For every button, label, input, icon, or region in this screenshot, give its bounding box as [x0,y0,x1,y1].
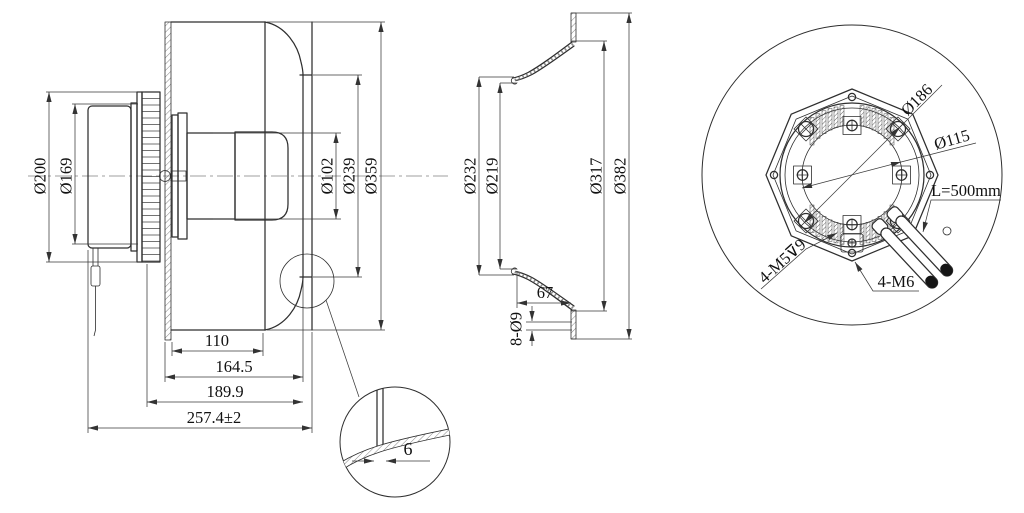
detail-marker-circle [279,253,335,309]
m6-holes [769,92,935,258]
power-cables [871,206,954,289]
dim-d382-label: Ø382 [611,158,630,195]
dim-d200-label: Ø200 [31,158,50,195]
motor-cooling-fins [141,91,161,263]
bolt-hole-lines [526,321,572,331]
cable-clamp [840,233,864,253]
dim-d115-label: Ø115 [932,125,972,153]
dim-d169-label: Ø169 [57,158,76,195]
throat-lip-bottom [510,267,518,275]
dim-d102-label: Ø102 [318,158,337,195]
dim-d115 [801,161,902,189]
cone-outer-bottom [511,273,573,311]
side-view: Ø200 Ø169 Ø102 Ø239 Ø359 110 164.5 189.9… [28,21,448,433]
extension-lines [46,21,385,331]
motor-cable [92,248,99,266]
flange-section-top [570,12,577,43]
dim-257-label: 257.4±2 [187,408,241,427]
shaft-end [159,170,171,182]
dim-d232-label: Ø232 [461,158,480,195]
dim-8d9-label: 8-Ø9 [507,312,526,346]
flange-section-bottom [570,309,577,340]
m5-leader [760,232,838,290]
dim-d186-label: Ø186 [897,80,936,119]
shroud-curve-top [264,21,304,76]
cable-length-leader [922,199,1001,233]
motor-end-cap [130,102,138,252]
dim-189-label: 189.9 [206,382,243,401]
detail-content [340,387,450,472]
cable-length-label: L=500mm [931,181,1001,200]
section-extension-lines [479,76,516,276]
m5-label: 4-M5⊽9 [754,235,809,287]
dim-164-label: 164.5 [215,357,252,376]
backplate-circle [701,24,1003,326]
throat-lip-top [510,77,518,85]
dim-d359-label: Ø359 [362,158,381,195]
shroud-curve-bottom [264,276,304,331]
dim-67-label: 67 [537,283,554,302]
dim-d239-label: Ø239 [340,158,359,195]
cable-connector [90,265,101,287]
motor-body [87,105,132,249]
flange-edges [571,12,632,340]
detail-circle [339,386,451,498]
dim-110-label: 110 [205,331,229,350]
mount-bracket-outer [765,88,939,262]
cable-wire [93,286,96,337]
extension-lines-bottom [87,250,313,433]
dim-d219-label: Ø219 [483,158,502,195]
plate-hole [942,226,952,236]
dim-d317-label: Ø317 [587,158,606,195]
section-view: Ø232 Ø219 Ø317 Ø382 67 8-Ø9 [461,12,632,346]
detail-view: 6 [279,253,451,498]
detail-leader [325,299,360,398]
dim-6-label: 6 [404,439,413,459]
shroud-sheet-section [340,427,450,472]
m6-leader [854,261,919,292]
m6-label: 4-M6 [878,272,915,291]
cone-outer-top [511,41,573,79]
motor-mount-ring [136,91,143,263]
mount-bracket-inner [772,95,932,255]
rear-view: Ø186 Ø115 4-M5⊽9 4-M6 L=500mm [701,24,1003,326]
